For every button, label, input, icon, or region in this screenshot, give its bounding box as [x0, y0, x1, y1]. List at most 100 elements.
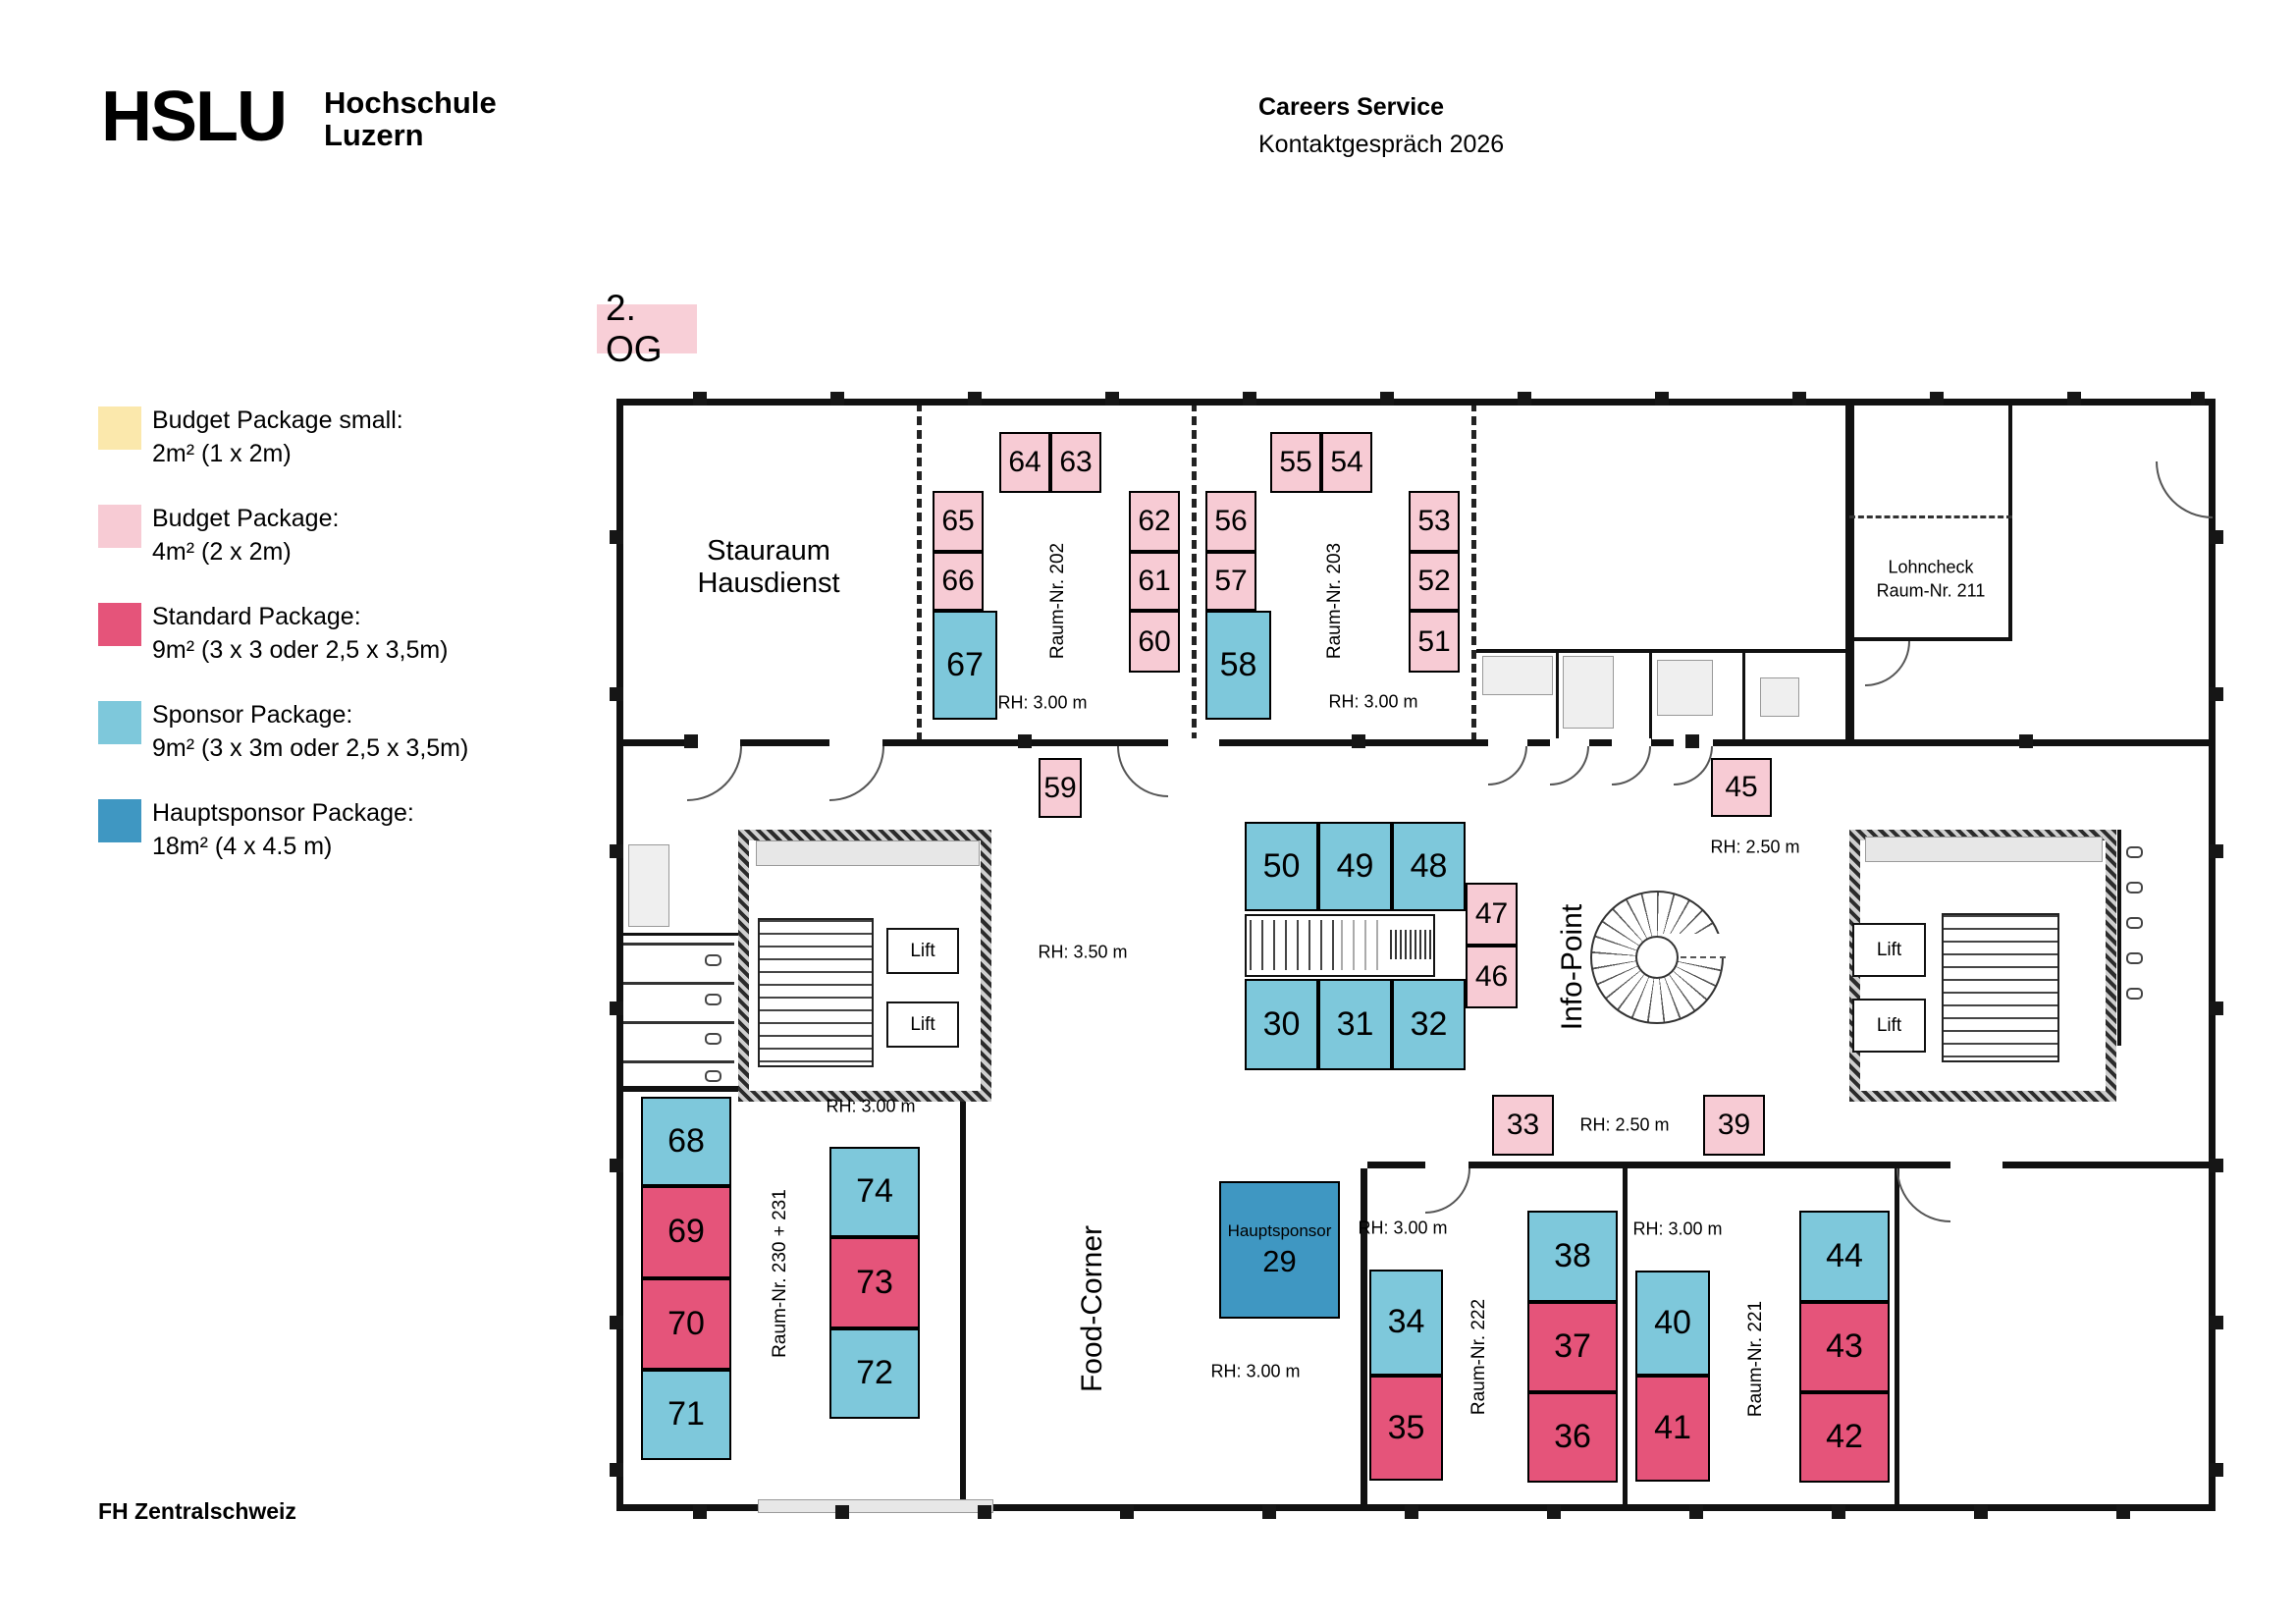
column-tick — [2210, 687, 2223, 701]
lift-left-2: Lift — [886, 1001, 959, 1048]
booth-57: 57 — [1205, 552, 1256, 611]
wall-wc-divider-3 — [1742, 653, 1745, 741]
legend-item-sponsor: Sponsor Package: 9m² (3 x 3m oder 2,5 x … — [98, 699, 569, 789]
booth-60: 60 — [1129, 611, 1180, 673]
column-tick — [1930, 392, 1944, 406]
booth-33: 33 — [1492, 1095, 1554, 1156]
entrance-glazing — [758, 1499, 993, 1513]
wall-room222-left — [1361, 1168, 1367, 1511]
booth-40: 40 — [1635, 1271, 1710, 1376]
booth-68: 68 — [641, 1097, 731, 1186]
footer-text: FH Zentralschweiz — [98, 1498, 296, 1524]
booth-30: 30 — [1245, 979, 1318, 1070]
booth-39: 39 — [1703, 1095, 1765, 1156]
booth-36: 36 — [1527, 1392, 1618, 1483]
booth-73: 73 — [829, 1237, 920, 1328]
legend-label-standard: Standard Package: 9m² (3 x 3 oder 2,5 x … — [152, 603, 449, 664]
column-tick — [2019, 734, 2033, 748]
wall-wc-band-top — [1476, 649, 1849, 653]
room-label-221: Raum-Nr. 221 — [1745, 1300, 1766, 1418]
toilet-icon — [2126, 882, 2143, 893]
booth-41: 41 — [1635, 1376, 1710, 1482]
column-tick — [1352, 734, 1365, 748]
legend-swatch-standard — [98, 603, 141, 646]
booth-42: 42 — [1799, 1392, 1890, 1483]
furniture — [1760, 677, 1799, 717]
column-tick — [1974, 1505, 1988, 1519]
column-tick — [1685, 734, 1699, 748]
booth-64: 64 — [999, 432, 1050, 493]
lift-right-1: Lift — [1852, 923, 1926, 977]
booth-71: 71 — [641, 1370, 731, 1460]
legend-swatch-hauptsponsor — [98, 799, 141, 842]
toilet-icon — [2126, 988, 2143, 1000]
column-tick — [2191, 392, 2205, 406]
column-tick — [610, 1159, 623, 1172]
legend-swatch-budget_small — [98, 406, 141, 450]
food-corner-label: Food-Corner — [1076, 1224, 1108, 1393]
column-tick — [835, 1505, 849, 1519]
booth-61: 61 — [1129, 552, 1180, 611]
legend-item-standard: Standard Package: 9m² (3 x 3 oder 2,5 x … — [98, 601, 569, 691]
room-label-203: Raum-Nr. 203 — [1324, 542, 1345, 660]
lift-left-1: Lift — [886, 928, 959, 974]
legend-label-budget_small: Budget Package small: 2m² (1 x 2m) — [152, 406, 403, 467]
booth-69: 69 — [641, 1186, 731, 1278]
hslu-logo: HSLU — [101, 78, 288, 156]
legend-swatch-sponsor — [98, 701, 141, 744]
column-tick — [693, 1505, 707, 1519]
wall-stauraum-202 — [917, 406, 922, 741]
wall-lohncheck-right — [2008, 406, 2012, 641]
column-tick — [1018, 734, 1032, 748]
booth-38: 38 — [1527, 1211, 1618, 1302]
wall-202-203 — [1192, 406, 1197, 741]
toilet-icon — [705, 954, 721, 966]
booth-54: 54 — [1321, 432, 1372, 493]
booth-67: 67 — [933, 611, 997, 720]
room-label-222: Raum-Nr. 222 — [1468, 1298, 1489, 1416]
column-tick — [2210, 1316, 2223, 1329]
page-title: Careers Service — [1258, 93, 1445, 121]
booth-49: 49 — [1318, 822, 1392, 911]
column-tick — [684, 734, 698, 748]
rh-label-food-corner: RH: 3.00 m — [1210, 1361, 1301, 1381]
wall-room222-221 — [1623, 1168, 1628, 1511]
booth-46: 46 — [1466, 946, 1518, 1008]
legend-item-budget_small: Budget Package small: 2m² (1 x 2m) — [98, 405, 569, 495]
right-core-glazing — [1865, 837, 2103, 862]
room-label-211: Lohncheck Raum-Nr. 211 — [1876, 557, 1986, 601]
booth-55: 55 — [1270, 432, 1321, 493]
wall-left-rooms — [623, 933, 738, 936]
column-tick — [1655, 392, 1669, 406]
booth-63: 63 — [1050, 432, 1101, 493]
column-tick — [610, 687, 623, 701]
legend-label-sponsor: Sponsor Package: 9m² (3 x 3m oder 2,5 x … — [152, 701, 469, 762]
column-tick — [2210, 1159, 2223, 1172]
toilet-icon — [705, 1033, 721, 1045]
column-tick — [1689, 1505, 1703, 1519]
lift-right-2: Lift — [1852, 999, 1926, 1053]
room-label-stauraum: Stauraum Hausdienst — [697, 535, 840, 599]
booth-65: 65 — [933, 491, 984, 552]
column-tick — [2116, 1505, 2130, 1519]
booth-58: 58 — [1205, 611, 1271, 720]
booth-45: 45 — [1711, 758, 1772, 817]
column-tick — [978, 1505, 991, 1519]
column-tick — [1792, 392, 1806, 406]
legend-label-hauptsponsor: Hauptsponsor Package: 18m² (4 x 4.5 m) — [152, 799, 414, 860]
furniture — [1563, 656, 1614, 729]
furniture — [1482, 656, 1553, 695]
booth-70: 70 — [641, 1278, 731, 1370]
booth-51: 51 — [1409, 611, 1460, 673]
booth-72: 72 — [829, 1328, 920, 1419]
column-tick — [2210, 530, 2223, 544]
column-tick — [693, 392, 707, 406]
column-tick — [1120, 1505, 1134, 1519]
room-label-202: Raum-Nr. 202 — [1047, 542, 1068, 660]
rh-label-center: RH: 3.50 m — [1038, 942, 1128, 962]
wall-wc-divider-1 — [1556, 653, 1559, 741]
column-tick — [1262, 1505, 1276, 1519]
column-tick — [1380, 392, 1394, 406]
booth-53: 53 — [1409, 491, 1460, 552]
